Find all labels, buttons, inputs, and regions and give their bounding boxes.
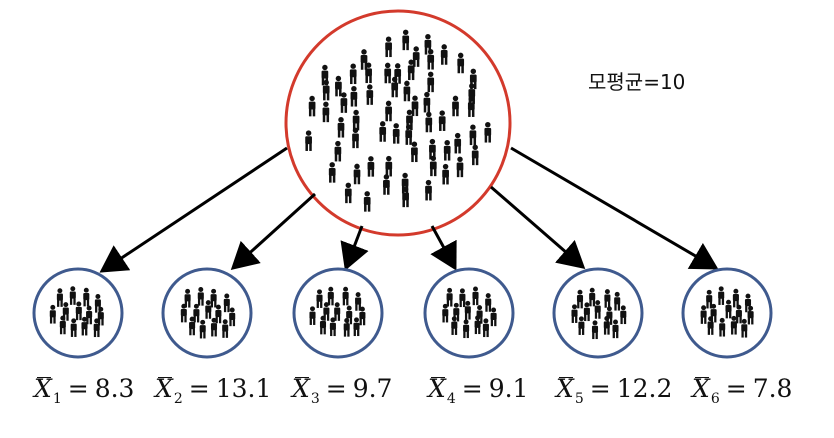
sample-index: 2 — [173, 391, 183, 407]
sample-1 — [32, 267, 124, 359]
sampling-arrow — [99, 146, 288, 273]
sample-mean-symbol: X — [34, 374, 52, 403]
sample-mean-label-2: X2 =13.1 — [155, 374, 271, 407]
sample-mean-label-5: X5 =12.2 — [556, 374, 672, 407]
sampling-arrows — [99, 146, 719, 273]
sample-mean-value: 13.1 — [215, 374, 272, 403]
sample-mean-label-6: X6 =7.8 — [692, 374, 792, 407]
sample-4 — [423, 267, 515, 359]
sample-mean-symbol: X — [556, 374, 574, 403]
equals-sign: = — [461, 374, 483, 403]
sample-6 — [681, 267, 773, 359]
equals-sign: = — [725, 374, 747, 403]
equals-sign: = — [589, 374, 611, 403]
sample-3 — [292, 267, 384, 359]
sampling-arrow — [430, 225, 457, 271]
population-circle — [284, 9, 512, 237]
sample-index: 5 — [574, 391, 584, 407]
sample-circle — [552, 267, 644, 359]
sampling-arrow — [490, 185, 586, 269]
sample-mean-value: 9.1 — [488, 374, 529, 403]
sampling-arrow — [230, 192, 317, 271]
sample-index: 1 — [52, 391, 62, 407]
sample-mean-symbol: X — [292, 374, 310, 403]
equals-sign: = — [188, 374, 210, 403]
equals-sign: = — [325, 374, 347, 403]
sample-index: 3 — [310, 391, 320, 407]
sample-mean-value: 9.7 — [352, 374, 393, 403]
equals-sign: = — [67, 374, 89, 403]
population-group — [284, 9, 512, 237]
population-mean-label: 모평균=10 — [588, 70, 686, 94]
sample-mean-value: 8.3 — [94, 374, 135, 403]
sample-mean-value: 12.2 — [616, 374, 673, 403]
sampling-arrow — [340, 225, 369, 271]
sample-index: 6 — [710, 391, 720, 407]
sample-mean-label-4: X4 =9.1 — [428, 374, 528, 407]
sample-mean-symbol: X — [428, 374, 446, 403]
sampling-arrow — [510, 146, 719, 270]
sample-mean-symbol: X — [692, 374, 710, 403]
sample-2 — [161, 267, 253, 359]
sample-5 — [552, 267, 644, 359]
sample-mean-value: 7.8 — [752, 374, 793, 403]
sample-mean-label-3: X3 =9.7 — [292, 374, 392, 407]
sample-mean-symbol: X — [155, 374, 173, 403]
sample-index: 4 — [446, 391, 456, 407]
sample-circles — [32, 267, 773, 359]
sample-mean-label-1: X1 =8.3 — [34, 374, 134, 407]
